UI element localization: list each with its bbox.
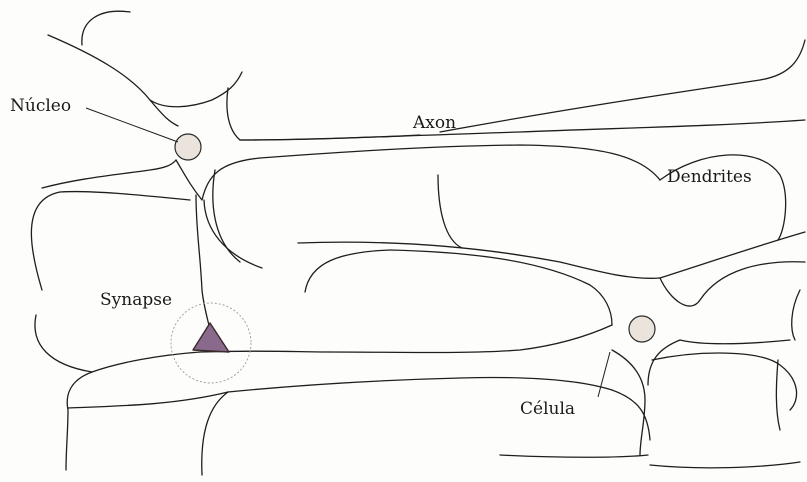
nucleus-leader: [86, 108, 178, 142]
lower-descend-left: [612, 350, 645, 455]
bottom-left-top-arc: [68, 392, 228, 408]
axon-middle-body: [213, 170, 240, 262]
upper-dendrite-left: [42, 160, 176, 188]
lower-body: [66, 351, 800, 475]
upper-soma-top: [227, 88, 420, 140]
middle-dendrites: [298, 175, 805, 325]
upper-left-loop: [31, 192, 190, 290]
dendrite-drop-left: [438, 175, 462, 248]
lower-soma-left: [330, 325, 612, 353]
dendrite-band-mid: [390, 250, 612, 325]
upper-left-loop-lower: [35, 315, 92, 372]
upper-nucleus: [175, 134, 201, 160]
dendrite-to-right: [660, 232, 805, 278]
bottom-right-floor: [650, 462, 800, 468]
label-cell: Célula: [520, 399, 575, 419]
upper-descending-right: [204, 200, 262, 268]
axon: [213, 40, 805, 262]
dendrite-band-top: [298, 242, 660, 278]
label-nucleus: Núcleo: [10, 96, 71, 116]
upper-descending-left: [196, 195, 212, 340]
lower-right-stem: [776, 360, 780, 430]
upper-soma-bottom: [176, 158, 260, 200]
lower-soma-right: [680, 340, 790, 344]
lower-neuron: [330, 262, 805, 455]
label-synapse: Synapse: [100, 290, 172, 310]
bottom-band-mid: [228, 378, 650, 441]
lower-right-far: [792, 290, 800, 340]
synapse-triangle: [193, 323, 229, 352]
lower-soma-right-top: [660, 262, 805, 306]
label-dendrites: Dendrites: [667, 167, 752, 187]
axon-upper-sweep: [440, 40, 805, 132]
lower-right-loop: [652, 353, 797, 410]
axon-top-line: [240, 120, 805, 140]
lower-nucleus: [629, 316, 655, 342]
cell-leader: [598, 352, 610, 397]
lower-descend-right: [648, 340, 680, 385]
synapse-marker: [171, 303, 251, 383]
bottom-band-top: [92, 351, 330, 372]
bottom-left-box: [66, 372, 92, 470]
bottom-floor: [500, 455, 648, 457]
label-axon: Axon: [412, 113, 456, 133]
bottom-lower-arc: [202, 392, 228, 475]
upper-dendrite-top-arc: [82, 11, 130, 45]
upper-neuron: [31, 11, 420, 372]
axon-bottom-line: [260, 145, 660, 180]
dendrite-band-left-curl: [305, 250, 390, 292]
